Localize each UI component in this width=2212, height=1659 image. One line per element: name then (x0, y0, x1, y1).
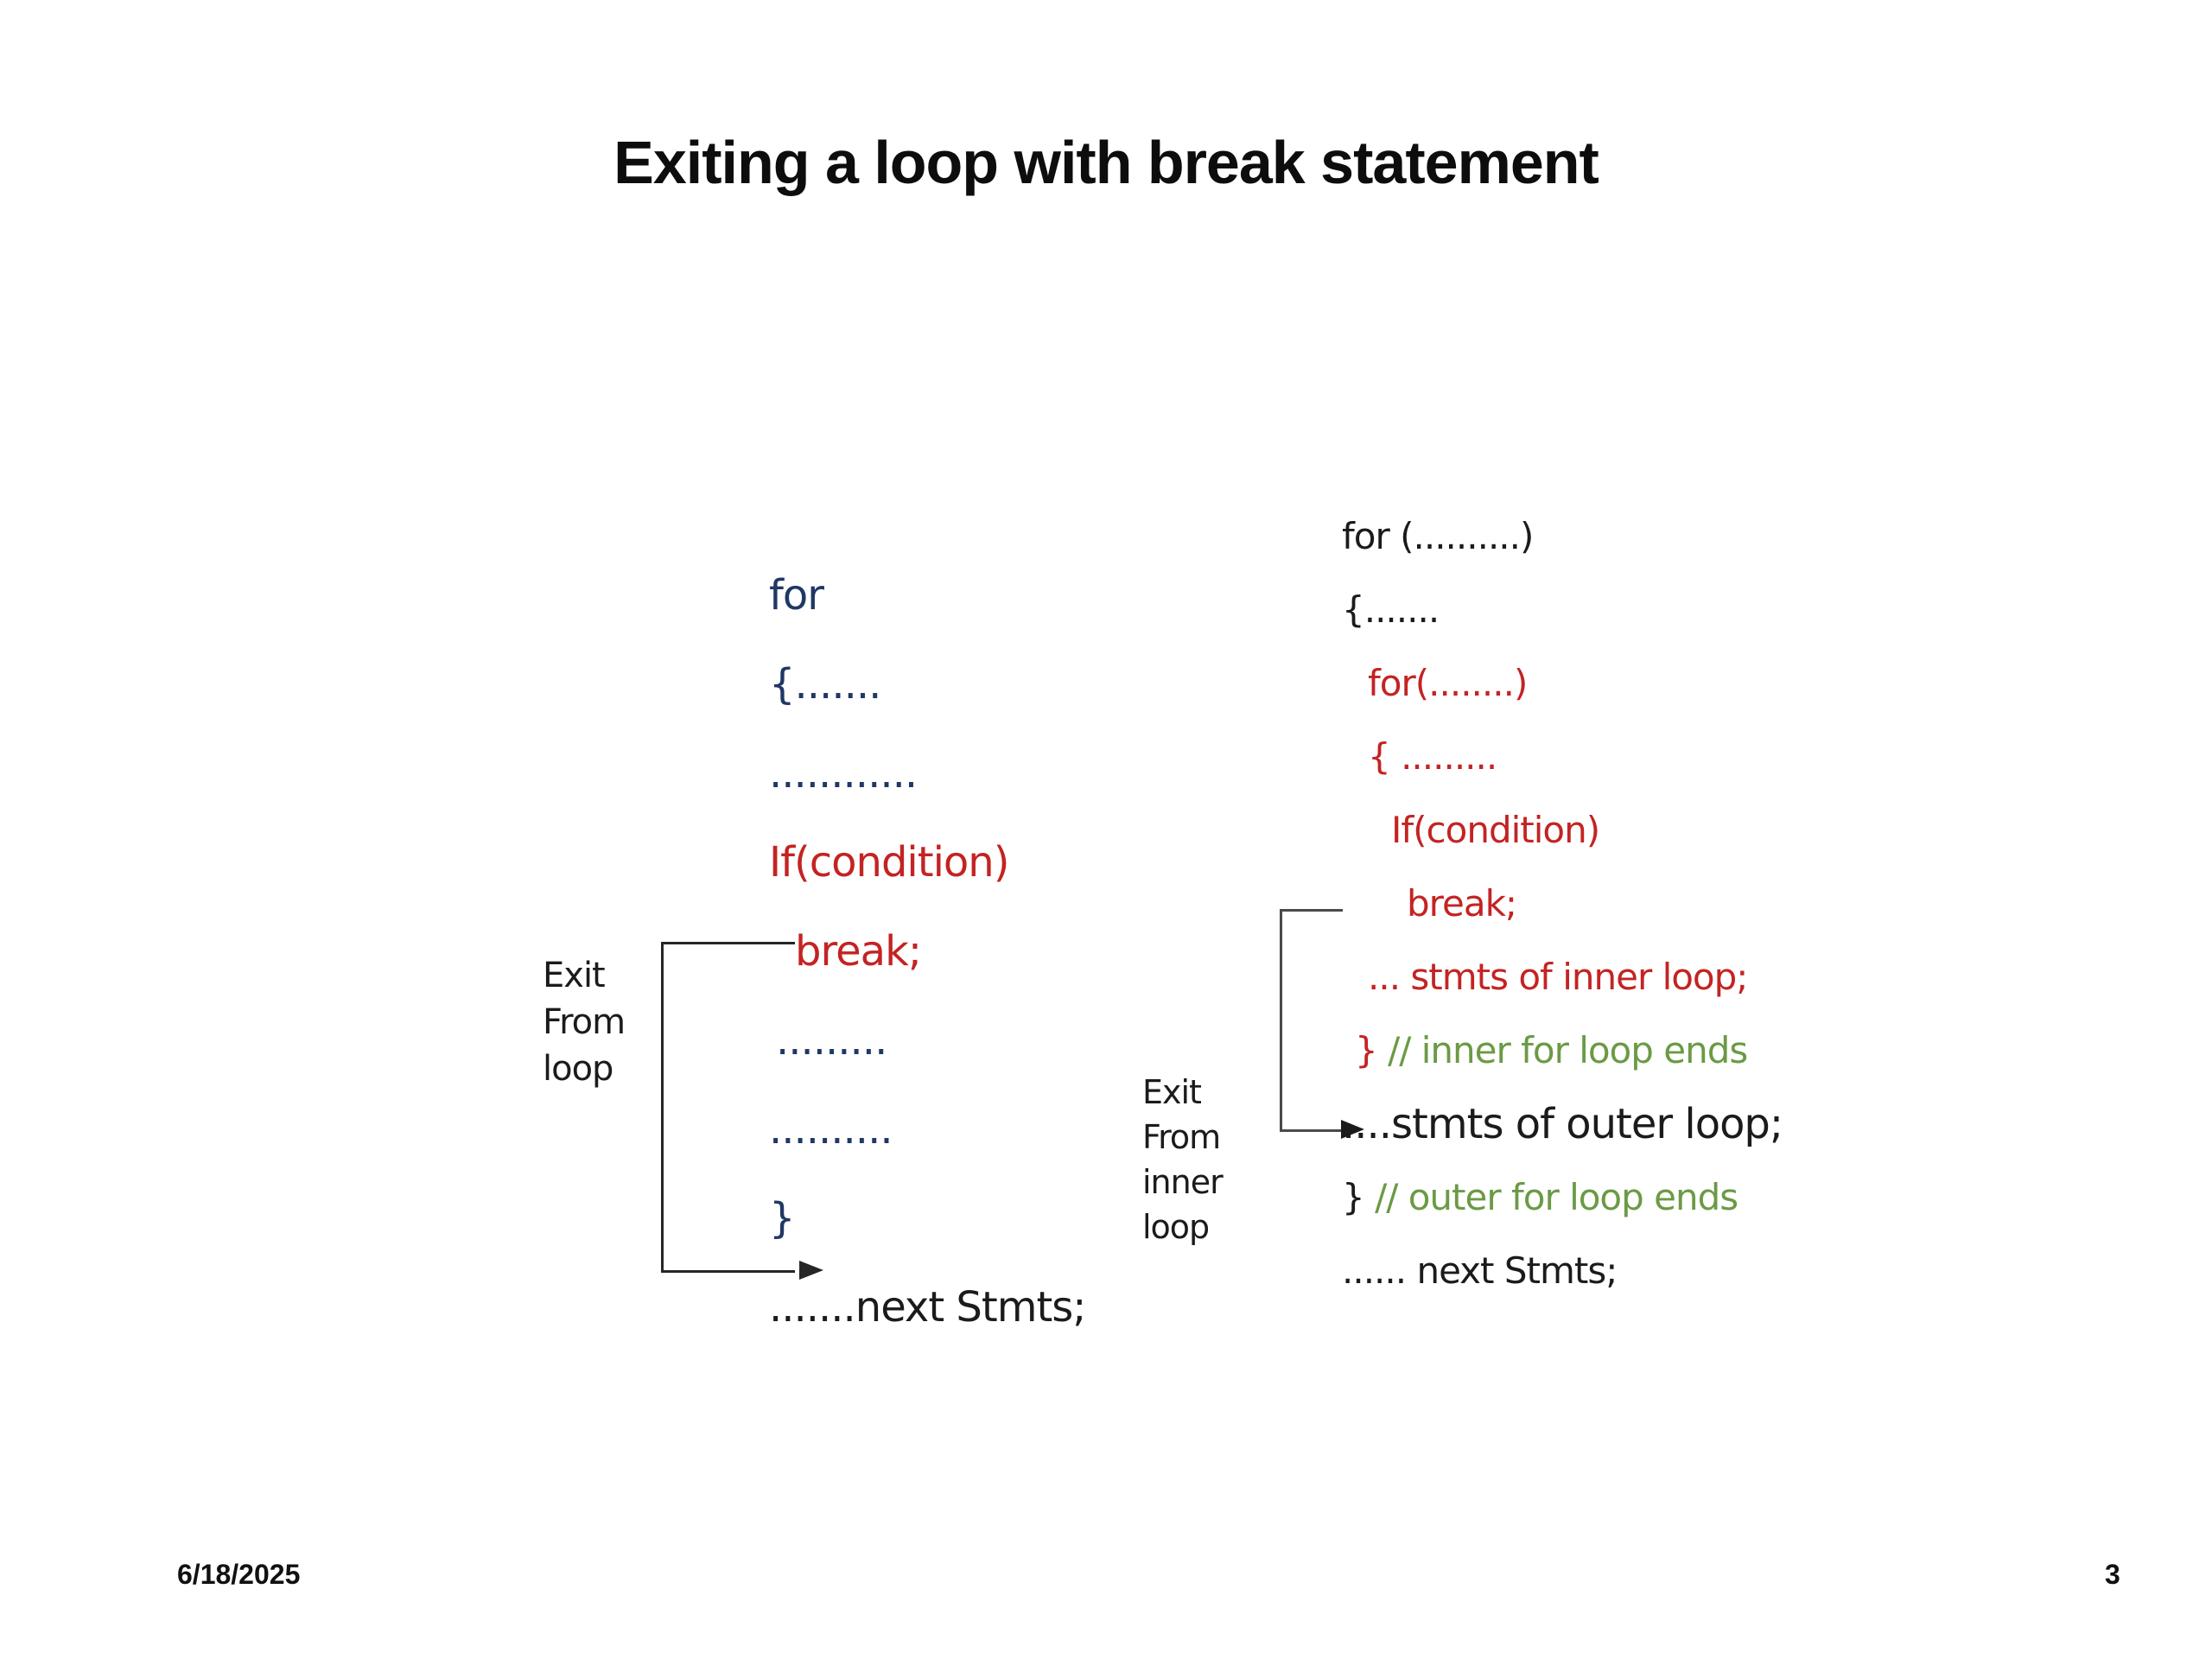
right-code-block: for (..........) {....... for(........) { .… (1342, 499, 2050, 1307)
label-line: loop (543, 1046, 625, 1092)
slide-title: Exiting a loop with break statement (613, 129, 1599, 196)
text-segment: } (1342, 1176, 1376, 1218)
text-segment: } (769, 1193, 796, 1243)
code-line: If(condition) (769, 817, 1305, 906)
code-line: ....stmts of outer loop; (1342, 1087, 2050, 1160)
code-line: } (769, 1173, 1305, 1262)
text-segment: ... stmts of inner loop; (1368, 956, 1748, 998)
footer-date: 6/18/2025 (177, 1559, 301, 1590)
text-segment: {....... (769, 659, 881, 709)
code-line: ............ (769, 728, 1305, 817)
code-line: .......... (769, 1084, 1305, 1173)
label-line: Exit (543, 952, 625, 999)
code-line: If(condition) (1342, 793, 2050, 867)
text-segment: for(........) (1368, 662, 1528, 704)
text-segment: ............ (769, 748, 918, 798)
code-line: .......next Stmts; (769, 1262, 1305, 1351)
left-code-block: for {................... If(condition) brea… (769, 550, 1305, 1351)
code-line: ......... (769, 995, 1305, 1084)
code-line: for (769, 550, 1305, 639)
text-segment: .......... (769, 1104, 893, 1154)
right-exit-bracket-line (1280, 909, 1343, 1132)
code-line: } // inner for loop ends (1342, 1014, 2050, 1087)
code-line: for(........) (1342, 646, 2050, 720)
text-segment: If(condition) (769, 837, 1009, 887)
text-segment: Exit (543, 956, 606, 995)
text-segment: loop (1142, 1208, 1210, 1246)
footer-page-number: 3 (2105, 1559, 2120, 1590)
text-segment: ....stmts of outer loop; (1342, 1099, 1783, 1148)
code-line: } // outer for loop ends (1342, 1160, 2050, 1234)
text-segment: From (543, 1002, 626, 1042)
right-exit-arrowhead-icon (1341, 1120, 1364, 1139)
code-line: break; (1342, 867, 2050, 940)
text-segment: } (1355, 1029, 1389, 1071)
label-line: Exit (1142, 1070, 1223, 1115)
label-line: inner (1142, 1160, 1224, 1205)
text-segment: { ......... (1368, 735, 1497, 778)
text-segment: break; (795, 926, 922, 976)
text-segment: {....... (1342, 588, 1440, 631)
text-segment: If(condition) (1391, 809, 1600, 851)
label-line: From (543, 999, 626, 1046)
text-segment: Exit (1142, 1073, 1202, 1111)
code-line: {....... (1342, 573, 2050, 646)
text-segment: ...... next Stmts; (1342, 1249, 1618, 1292)
text-segment: for (769, 570, 824, 620)
text-segment: for (..........) (1342, 515, 1534, 557)
label-line: From (1142, 1115, 1223, 1160)
text-segment: .......next Stmts; (769, 1282, 1086, 1332)
code-line: break; (769, 906, 1305, 995)
code-line: ...... next Stmts; (1342, 1234, 2050, 1307)
text-segment: // outer for loop ends (1375, 1176, 1738, 1218)
left-exit-bracket-line (661, 942, 795, 1273)
code-line: for (..........) (1342, 499, 2050, 573)
text-segment: ......... (776, 1015, 887, 1065)
label-line: loop (1142, 1205, 1223, 1249)
code-line: ... stmts of inner loop; (1342, 940, 2050, 1014)
code-line: {....... (769, 639, 1305, 728)
text-segment: // inner for loop ends (1388, 1029, 1748, 1071)
text-segment: From (1142, 1118, 1221, 1156)
text-segment: loop (543, 1049, 613, 1089)
code-line: { ......... (1342, 720, 2050, 793)
text-segment: inner (1142, 1163, 1224, 1201)
left-exit-arrowhead-icon (799, 1261, 823, 1280)
text-segment: break; (1407, 882, 1517, 925)
